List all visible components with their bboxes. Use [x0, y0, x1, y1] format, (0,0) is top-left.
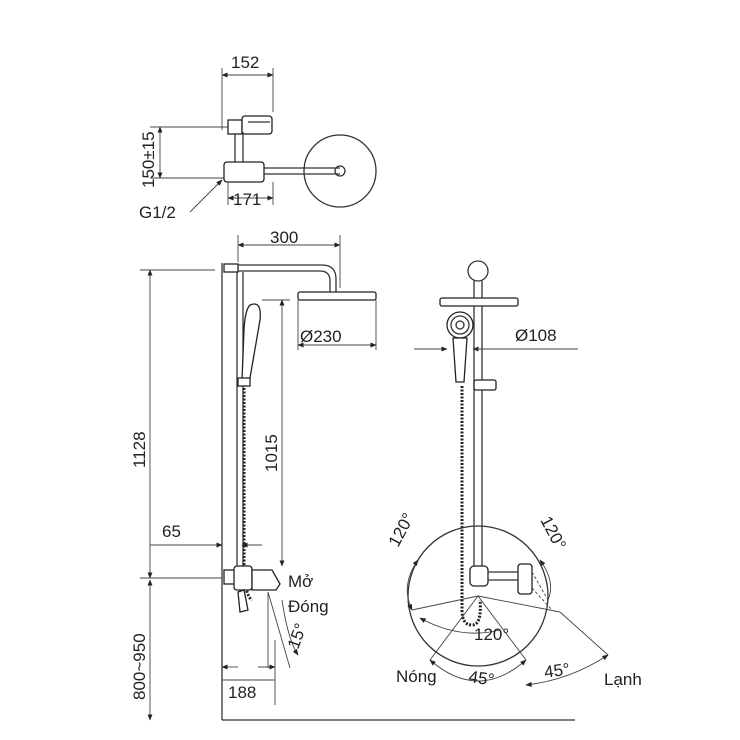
angle-rotate-bottom: 120° — [474, 625, 509, 644]
dim-base-depth: 188 — [228, 683, 256, 702]
label-close: Đóng — [288, 597, 329, 616]
dim-head-diameter: Ø230 — [300, 327, 342, 346]
angle-rotate-right: 120° — [536, 513, 569, 553]
dim-total-height: 1128 — [130, 431, 149, 468]
top-view: 152 150±15 171 G1/2 — [139, 53, 377, 222]
dim-arm-length: 300 — [270, 228, 298, 247]
side-view: 300 Ø230 1128 1015 65 — [130, 228, 575, 721]
angle-cold: 45° — [543, 660, 571, 682]
dim-bar-height: 1015 — [262, 434, 281, 472]
label-open: Mở — [288, 572, 313, 591]
dim-hand-diameter: Ø108 — [515, 326, 557, 345]
angle-hot: 45° — [467, 667, 495, 689]
dim-top-span: 171 — [233, 190, 261, 209]
label-cold: Lạnh — [604, 670, 642, 689]
dim-top-width: 152 — [231, 53, 259, 72]
dim-top-height: 150±15 — [139, 131, 158, 188]
dim-wall-offset: 65 — [162, 522, 181, 541]
angle-side-tilt: 15° — [284, 621, 311, 652]
label-hot: Nóng — [396, 667, 437, 686]
label-thread: G1/2 — [139, 203, 176, 222]
front-view: Ø108 120° 120° 120° 45° 45° Nón — [385, 260, 642, 690]
angle-rotate-left: 120° — [385, 510, 418, 550]
dim-install-height: 800~950 — [130, 633, 149, 700]
